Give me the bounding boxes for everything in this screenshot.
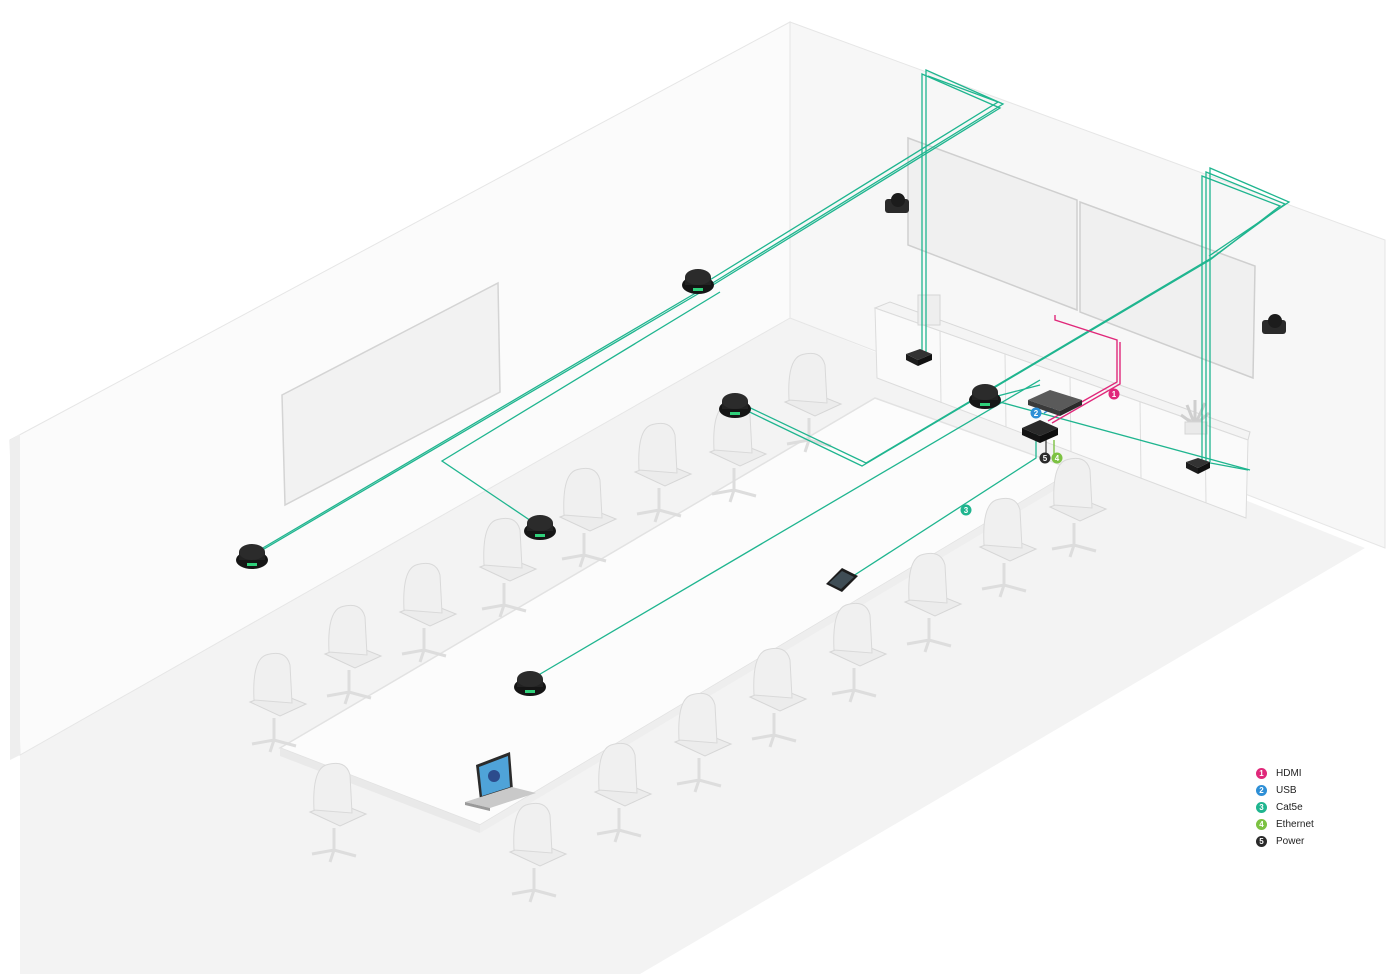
chair <box>828 602 888 703</box>
chair <box>248 652 308 753</box>
badge-power: 5 <box>1039 452 1051 464</box>
wall-box-right-icon <box>1186 458 1210 474</box>
decor-vase <box>917 294 941 326</box>
microphone-pod-icon <box>524 515 556 540</box>
wall-box-left-icon <box>906 349 932 366</box>
table-hub-icon <box>1022 420 1058 443</box>
chair <box>903 552 963 653</box>
microphone-pod-icon <box>514 671 546 696</box>
chair <box>748 647 808 748</box>
svg-text:1: 1 <box>1112 390 1117 399</box>
room-computer-icon <box>1028 390 1082 416</box>
legend-item-power: 5 Power <box>1256 833 1376 850</box>
microphone-pod-icon <box>682 269 714 294</box>
touch-controller-icon <box>826 568 858 592</box>
legend: 1 HDMI 2 USB 3 Cat5e 4 Ethernet 5 Power <box>1256 765 1376 850</box>
legend-number: 3 <box>1256 802 1267 813</box>
left-wall-edge <box>10 434 20 760</box>
svg-text:3: 3 <box>964 506 969 515</box>
chair <box>323 604 383 705</box>
legend-item-cat5e: 3 Cat5e <box>1256 799 1376 816</box>
badge-ethernet: 4 <box>1051 452 1063 464</box>
chairs <box>248 352 1108 903</box>
legend-number: 2 <box>1256 785 1267 796</box>
legend-item-ethernet: 4 Ethernet <box>1256 816 1376 833</box>
chair <box>398 562 458 663</box>
chair <box>508 802 568 903</box>
legend-number: 4 <box>1256 819 1267 830</box>
microphone-pod-icon <box>719 393 751 418</box>
hdmi-cables <box>1047 315 1121 424</box>
legend-number: 5 <box>1256 836 1267 847</box>
microphones <box>236 269 1001 696</box>
chair <box>978 497 1038 598</box>
chair <box>478 517 538 618</box>
cat5e-cables <box>251 69 1291 681</box>
legend-number: 1 <box>1256 768 1267 779</box>
badge-hdmi: 1 <box>1108 388 1120 400</box>
legend-label: Power <box>1276 836 1305 847</box>
display-right <box>1079 200 1256 380</box>
camera-right-icon <box>1262 314 1286 334</box>
whiteboard <box>281 281 501 507</box>
svg-text:2: 2 <box>1034 409 1039 418</box>
legend-label: HDMI <box>1276 768 1302 779</box>
chair <box>308 762 368 863</box>
legend-item-usb: 2 USB <box>1256 782 1376 799</box>
chair <box>1048 457 1108 558</box>
legend-item-hdmi: 1 HDMI <box>1256 765 1376 782</box>
badge-usb: 2 <box>1030 407 1042 419</box>
microphone-pod-icon <box>969 384 1001 409</box>
chair <box>558 467 618 568</box>
svg-text:5: 5 <box>1043 454 1048 463</box>
legend-label: USB <box>1276 785 1297 796</box>
legend-label: Ethernet <box>1276 819 1314 830</box>
camera-left-icon <box>885 193 909 213</box>
chair <box>783 352 843 453</box>
laptop-icon <box>465 752 536 811</box>
microphone-pod-icon <box>236 544 268 569</box>
badge-cat5e: 3 <box>960 504 972 516</box>
chair <box>633 422 693 523</box>
legend-label: Cat5e <box>1276 802 1303 813</box>
chair <box>673 692 733 793</box>
svg-text:4: 4 <box>1055 454 1060 463</box>
chair <box>593 742 653 843</box>
